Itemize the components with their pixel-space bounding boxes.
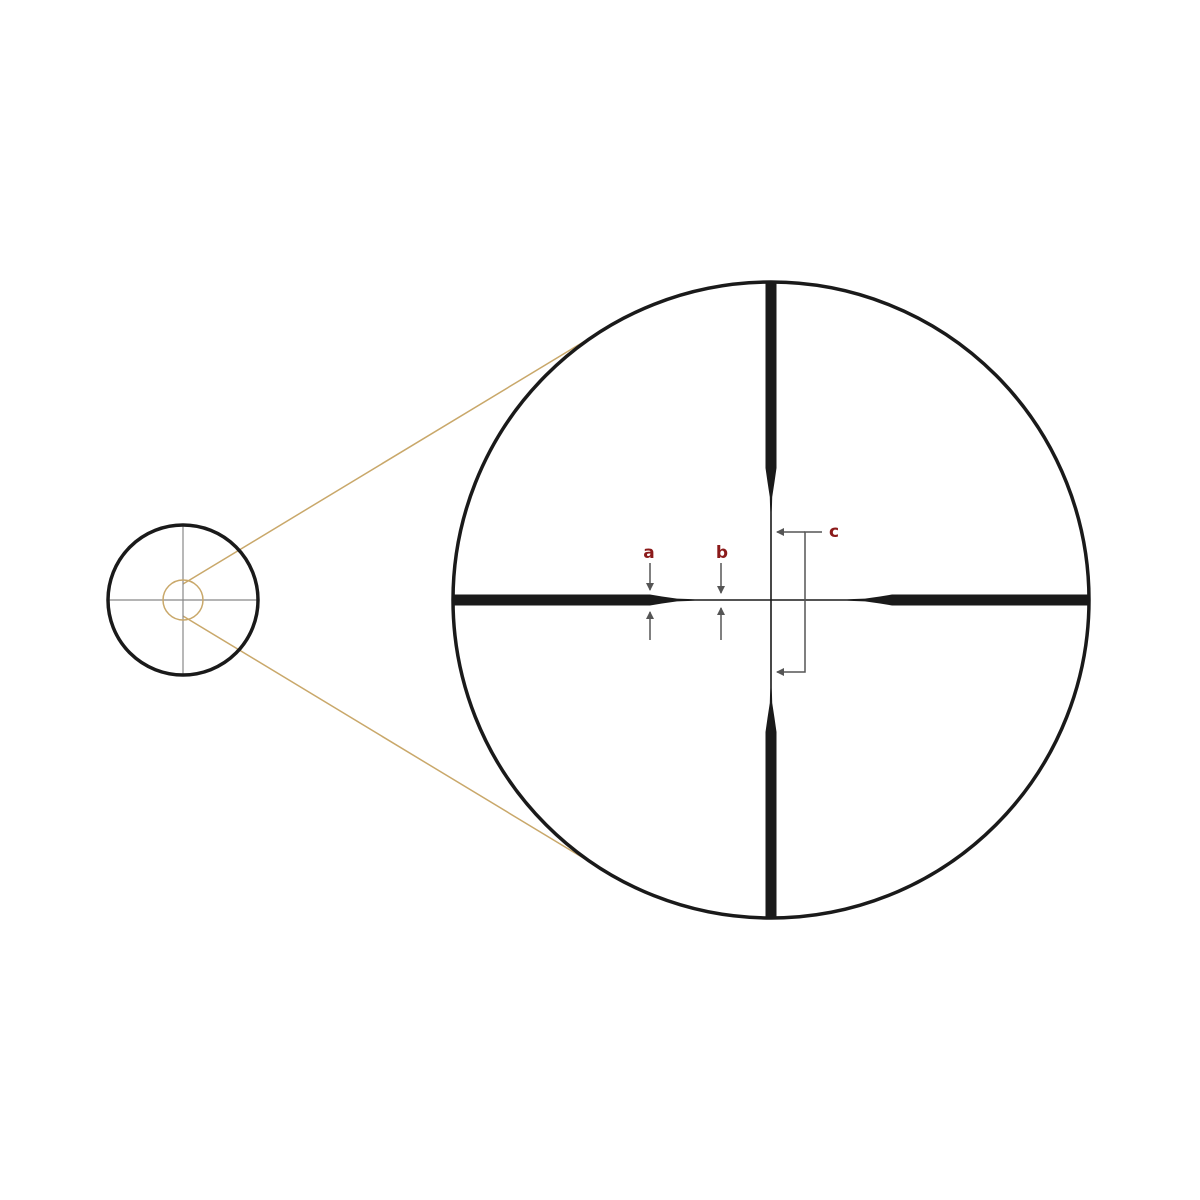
callout-label-a: a [643,543,654,563]
crosshair-horizontal-right [771,594,1089,606]
magnified-reticle [451,280,1091,920]
overview-zoom-circle [162,579,204,621]
zoom-line-bottom [182,615,586,860]
callout-label-b: b [716,543,728,563]
zoom-line-top [182,340,586,585]
scope-overview [106,523,260,677]
crosshair-vertical-bottom [765,600,777,918]
overview-scope-outline [106,523,260,677]
reticle-outline [451,280,1091,920]
crosshair-vertical-top [765,282,777,600]
crosshair-horizontal-left [453,594,771,606]
dimension-callouts: a b c [643,522,839,676]
callout-c-bracket [797,531,822,673]
callout-label-c: c [829,522,839,542]
